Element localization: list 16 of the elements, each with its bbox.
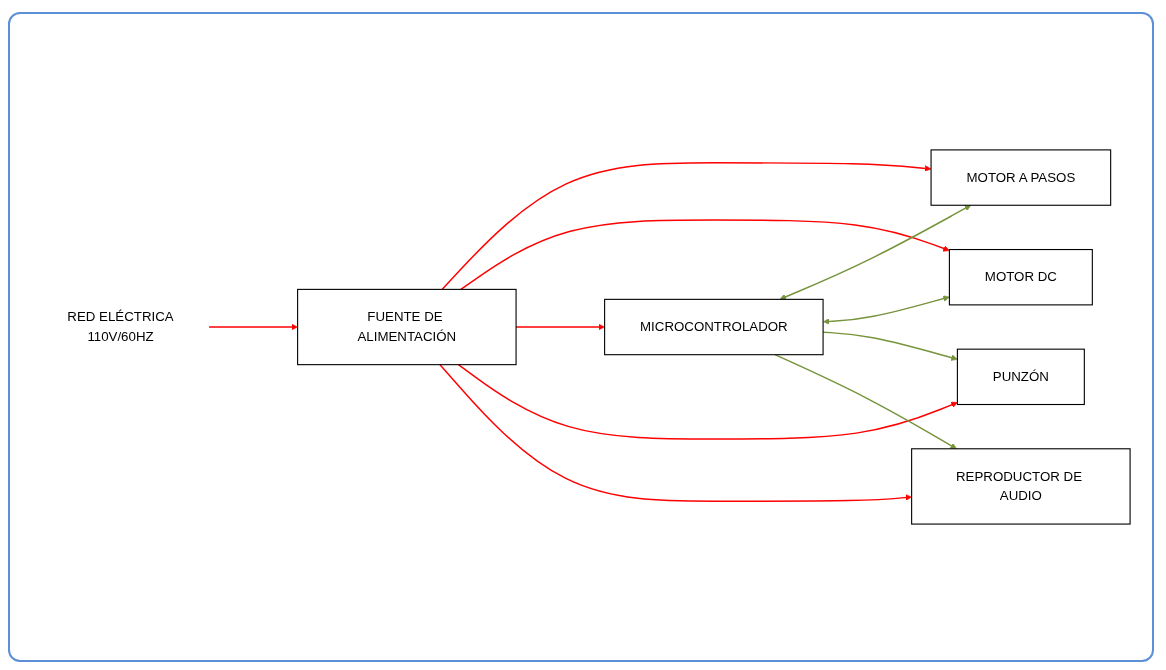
arrow — [779, 204, 972, 300]
node-box — [911, 448, 1131, 525]
arrow — [439, 363, 912, 502]
node-box — [604, 298, 824, 356]
node-box — [930, 149, 1112, 206]
node-box — [297, 288, 517, 366]
node-box — [948, 249, 1093, 306]
arrow — [457, 363, 958, 440]
arrow — [823, 295, 950, 325]
arrow — [441, 162, 932, 291]
arrow — [208, 323, 298, 331]
node-text: RED ELÉCTRICA 110V/60HZ — [67, 309, 174, 345]
diagram-frame: RED ELÉCTRICA 110V/60HZ FUENTE DE ALIMENTACIÓN MICROCONTROLADOR MOTOR A PASOS MOTOR DC PUNZÓN REPRODUCTOR DE AUDIO — [8, 12, 1154, 662]
arrow — [460, 219, 950, 291]
arrow — [774, 353, 957, 450]
node-box — [956, 348, 1085, 406]
